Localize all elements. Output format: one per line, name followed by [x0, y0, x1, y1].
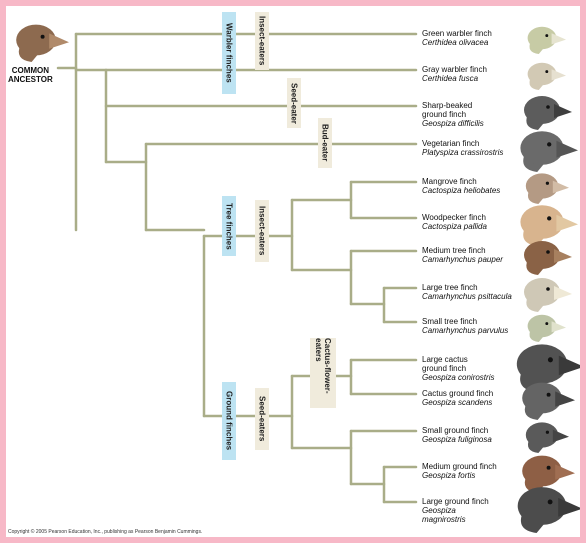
species-scientific-name: Geospiza scandens: [422, 398, 493, 407]
finch-head-icon: [524, 278, 572, 312]
group-tree-finches: Tree finches: [222, 196, 236, 256]
species-scientific-name: Certhidea olivacea: [422, 38, 492, 47]
species-scientific-name: Platyspiza crassirostris: [422, 148, 503, 157]
species-scientific-name: Geospiza conirostris: [422, 373, 494, 382]
finch-head-icon: [524, 241, 572, 275]
species-scientific-name: Geospiza magnirostris: [422, 506, 482, 524]
finch-head-icon: [518, 487, 580, 533]
finch-head-icon: [520, 205, 578, 246]
diet-bud-eater: Bud-eater: [318, 118, 332, 168]
species-common-name: Woodpecker finch: [422, 213, 487, 222]
species-common-name: Vegetarian finch: [422, 139, 503, 148]
species-common-name: Sharp-beaked ground finch: [422, 101, 492, 119]
group-warbler-finches: Warbler finches: [222, 12, 236, 94]
common-ancestor-label: COMMON ANCESTOR: [8, 66, 53, 84]
finch-head-icon: [524, 96, 572, 130]
diet-cactus-flower-eaters: Cactus-flower-eaters: [310, 338, 336, 408]
species-scientific-name: Cactospiza pallida: [422, 222, 487, 231]
species-common-name: Mangrove finch: [422, 177, 500, 186]
species-scientific-name: Geospiza fuliginosa: [422, 435, 492, 444]
copyright-footer: Copyright © 2005 Pearson Education, Inc.…: [8, 529, 202, 535]
species-common-name: Large cactus ground finch: [422, 355, 492, 373]
finch-head-icon: [522, 456, 575, 493]
species-common-name: Cactus ground finch: [422, 389, 493, 398]
finch-head-icon: [528, 315, 566, 342]
finch-head-icon: [528, 63, 566, 90]
species-common-name: Green warbler finch: [422, 29, 492, 38]
species-common-name: Large tree finch: [422, 283, 512, 292]
species-common-name: Large ground finch: [422, 497, 489, 506]
finch-head-icon: [526, 173, 569, 204]
finch-head-icon: [522, 383, 575, 420]
finch-head-icon: [520, 131, 578, 172]
species-common-name: Gray warbler finch: [422, 65, 487, 74]
species-scientific-name: Geospiza fortis: [422, 471, 497, 480]
species-common-name: Medium tree finch: [422, 246, 503, 255]
species-common-name: Medium ground finch: [422, 462, 497, 471]
ancestor-label-line2: ANCESTOR: [8, 75, 53, 84]
species-scientific-name: Cactospiza heliobates: [422, 186, 500, 195]
group-ground-finches: Ground finches: [222, 382, 236, 460]
finch-head-icon: [528, 27, 566, 54]
phylogeny-diagram: COMMON ANCESTOR Warbler finches Tree fin…: [6, 6, 580, 537]
species-scientific-name: Geospiza difficilis: [422, 119, 492, 128]
diet-seed-eaters-ground: Seed-eaters: [255, 388, 269, 450]
species-scientific-name: Camarhynchus parvulus: [422, 326, 508, 335]
species-common-name: Small tree finch: [422, 317, 508, 326]
diet-insect-eaters-tree: Insect-eaters: [255, 200, 269, 262]
species-common-name: Small ground finch: [422, 426, 492, 435]
finch-head-icon: [526, 422, 569, 453]
ancestor-bird-icon: [16, 25, 69, 62]
diet-insect-eaters-warbler: Insect-eaters: [255, 12, 269, 70]
diet-seed-eater: Seed-eater: [287, 78, 301, 128]
species-scientific-name: Camarhynchus pauper: [422, 255, 503, 264]
ancestor-label-line1: COMMON: [12, 66, 49, 75]
species-scientific-name: Camarhynchus psittacula: [422, 292, 512, 301]
species-scientific-name: Certhidea fusca: [422, 74, 487, 83]
